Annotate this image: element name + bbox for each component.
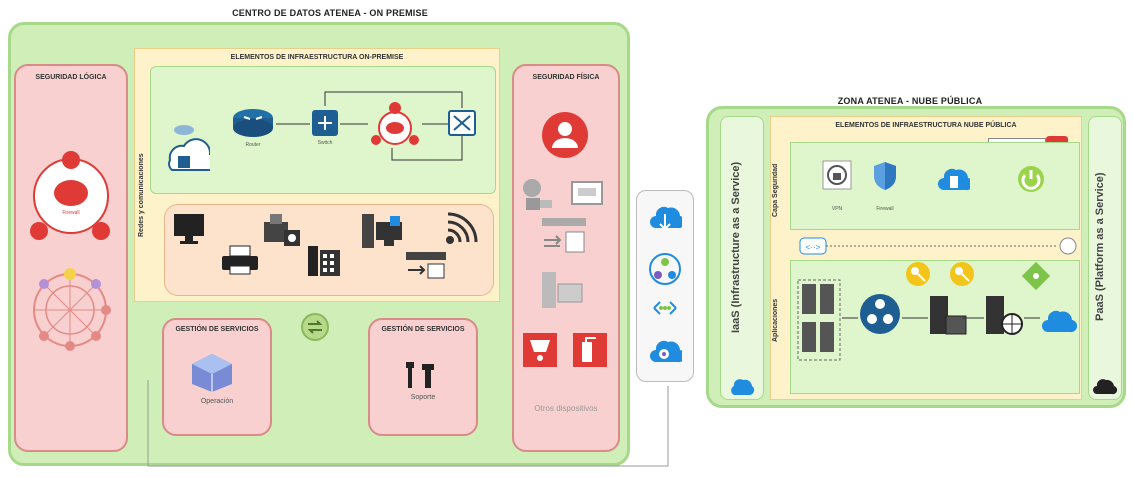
fire-extinguisher-icon [573,333,607,367]
svg-text:<··>: <··> [806,243,821,252]
security-network-icon [33,268,111,351]
computer-icon [362,214,402,248]
network-hub-icon [649,253,681,285]
wifi-icon [446,212,478,244]
power-icon [1018,166,1044,192]
app-links [842,317,1040,319]
virtual-machines-icon [797,279,841,361]
gestion-soporte-label: Soporte [410,394,436,401]
shield-icon [874,162,896,190]
iaas-label: IaaS (Infrastructure as a Service) [730,161,742,333]
azure-cloud-icon [938,168,970,191]
sync-icon [301,313,329,341]
gestion-operacion-label: Operación [200,398,234,405]
operations-cube-icon [192,354,232,392]
git-icon [1022,262,1050,290]
iaas-panel [720,116,764,400]
security-node-icon [371,102,419,145]
phone-icon [308,246,340,276]
paas-cloud-icon [1093,379,1118,395]
api-link-icon [653,301,677,315]
paas-panel [1088,116,1122,400]
onprem-infra-title: ELEMENTOS DE INFRAESTRUCTURA ON-PREMISE [230,54,404,61]
cloud-service-icon [1042,310,1078,333]
router-label: Router [245,142,261,148]
network-switch-icon [406,252,446,279]
capa-seguridad-label: Capa Seguridad [772,163,779,217]
tools-icon [406,362,434,388]
key-icon [92,222,110,240]
connector-lines [147,380,669,467]
key-gold-icon-1 [906,262,930,286]
firewall-label: Firewall [62,210,80,216]
guard-icon [542,112,588,158]
cloud-download-icon [650,206,682,231]
redes-label: Redes y comunicaciones [138,153,145,237]
seguridad-logica-panel: SEGURIDAD LÓGICA [14,64,128,452]
fire-alarm-icon [523,333,557,367]
gestion-operacion-title: GESTIÓN DE SERVICIOS [175,326,259,333]
iaas-cloud-icon [731,379,755,395]
web-server-icon [986,296,1023,335]
vpn-lock-icon [822,160,852,190]
cloud-firewall-label: Firewall [876,206,894,212]
vpn-label: VPN [831,206,843,212]
monitor-icon [174,214,204,244]
cloud-infra-title: ELEMENTOS DE INFRAESTRUCTURA NUBE PÚBLIC… [835,122,1017,129]
network-links [276,91,463,161]
camera-icon [523,179,552,210]
cloud-network-icon [650,340,682,363]
otros-dispositivos-label: Otros dispositivos [534,404,598,413]
cross-switch-icon [448,110,476,136]
fax-icon [264,214,300,246]
seguridad-logica-title: SEGURIDAD LÓGICA [35,74,107,81]
gestion-soporte-title: GESTIÓN DE SERVICIOS [381,326,465,333]
key-gold-icon-2 [950,262,974,286]
alert-icon [30,222,48,240]
access-panel-icon [571,181,603,205]
onprem-title: CENTRO DE DATOS ATENEA - ON PREMISE [232,8,428,18]
cloud-title: ZONA ATENEA - NUBE PÚBLICA [837,96,983,106]
cloud-server-icon [168,125,210,171]
seguridad-fisica-title: SEGURIDAD FÍSICA [532,74,600,81]
switch-icon [312,110,338,136]
router-icon [233,109,273,137]
server-pc-icon [542,272,583,308]
firewall-icon [54,180,88,206]
db-server-icon [930,296,967,335]
switch-label: Switch [317,140,333,146]
lock-icon [62,151,80,169]
database-cluster-icon [860,294,900,334]
aplicaciones-label: Aplicaciones [772,298,779,342]
printer-icon [222,245,258,275]
rack-switch-icon [542,218,586,253]
paas-label: PaaS (Platform as a Service) [1094,172,1106,322]
security-line: <··> [799,237,1077,255]
gestion-soporte-panel: GESTIÓN DE SERVICIOS [368,318,478,436]
